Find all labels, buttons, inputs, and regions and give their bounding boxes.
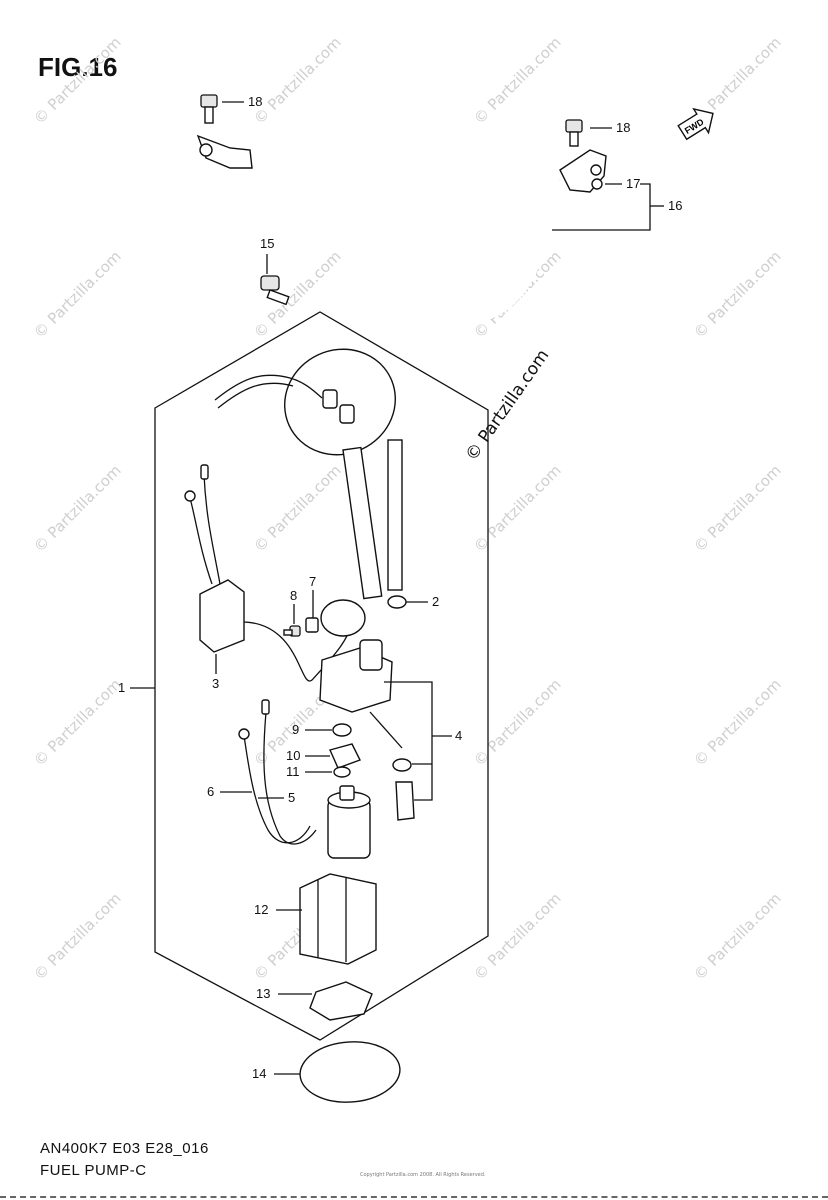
watermark-text: © Partzilla.com [470, 33, 565, 128]
watermark-text: © Partzilla.com [690, 675, 785, 770]
pump-flange [214, 348, 403, 600]
bolt-18-left [200, 94, 218, 124]
fuel-filter-13 [309, 981, 373, 1021]
pump-bracket-4 [319, 599, 415, 821]
o-ring-2 [387, 595, 407, 609]
fwd-arrow-icon: FWD [677, 107, 714, 141]
watermark-text: © Partzilla.com [690, 889, 785, 984]
fuel-hose [196, 134, 607, 324]
callout-7: 7 [309, 574, 316, 589]
bolt-15 [260, 275, 290, 306]
leader-lines [130, 101, 664, 1075]
watermark-text: © Partzilla.com [470, 461, 565, 556]
fuel-level-sender-3 [184, 464, 353, 682]
callout-18-left: 18 [248, 94, 262, 109]
callout-8: 8 [290, 588, 297, 603]
callout-12: 12 [254, 902, 268, 917]
watermark-text: © Partzilla.com [470, 675, 565, 770]
callout-3: 3 [212, 676, 219, 691]
partzilla-watermark: © Partzilla.com [462, 346, 554, 465]
fuel-pump-motor [327, 785, 371, 859]
lead-wires-5-6 [238, 699, 317, 845]
o-ring-11 [333, 766, 351, 778]
callout-5: 5 [288, 790, 295, 805]
watermark-text: © Partzilla.com [250, 461, 345, 556]
callout-10: 10 [286, 748, 300, 763]
callout-2: 2 [432, 594, 439, 609]
watermark-text: © Partzilla.com [30, 675, 125, 770]
callout-14: 14 [252, 1066, 266, 1081]
clamp-7 [305, 617, 319, 633]
copyright-note: Copyright Partzilla.com 2008. All Rights… [360, 1172, 486, 1178]
callout-16: 16 [668, 198, 682, 213]
watermark-text: © Partzilla.com [30, 247, 125, 342]
watermark-text: © Partzilla.com [250, 33, 345, 128]
watermark-layer: © Partzilla.com© Partzilla.com© Partzill… [30, 33, 785, 984]
watermark-text: © Partzilla.com [30, 889, 125, 984]
callout-9: 9 [292, 722, 299, 737]
watermark-text: © Partzilla.com [690, 461, 785, 556]
watermark-text: © Partzilla.com [30, 33, 125, 128]
washer-17 [591, 178, 603, 190]
pump-case-12 [299, 873, 377, 965]
watermark-text: © Partzilla.com [250, 247, 345, 342]
watermark-text: © Partzilla.com [470, 889, 565, 984]
watermark-text: © Partzilla.com [30, 461, 125, 556]
callout-11: 11 [286, 764, 300, 779]
bolt-18-right [565, 119, 583, 147]
callout-6: 6 [207, 784, 214, 799]
assembly-outline [154, 311, 489, 1041]
callout-labels: 1 2 3 4 5 6 7 8 9 10 11 12 13 14 15 16 1… [118, 94, 682, 1081]
gasket-14 [299, 1041, 401, 1103]
callout-15: 15 [260, 236, 274, 251]
callout-4: 4 [455, 728, 462, 743]
model-code: AN400K7 E03 E28_016 [40, 1140, 209, 1157]
callout-13: 13 [256, 986, 270, 1001]
callout-18-right: 18 [616, 120, 630, 135]
figure-caption: FUEL PUMP-C [40, 1162, 147, 1179]
callout-1: 1 [118, 680, 125, 695]
figure-title: FIG.16 [38, 52, 118, 82]
regulator-10 [329, 743, 361, 769]
screw-8 [283, 625, 301, 637]
watermark-text: © Partzilla.com [690, 247, 785, 342]
o-ring-9 [332, 723, 352, 737]
page-divider [0, 1196, 828, 1198]
callout-17: 17 [626, 176, 640, 191]
